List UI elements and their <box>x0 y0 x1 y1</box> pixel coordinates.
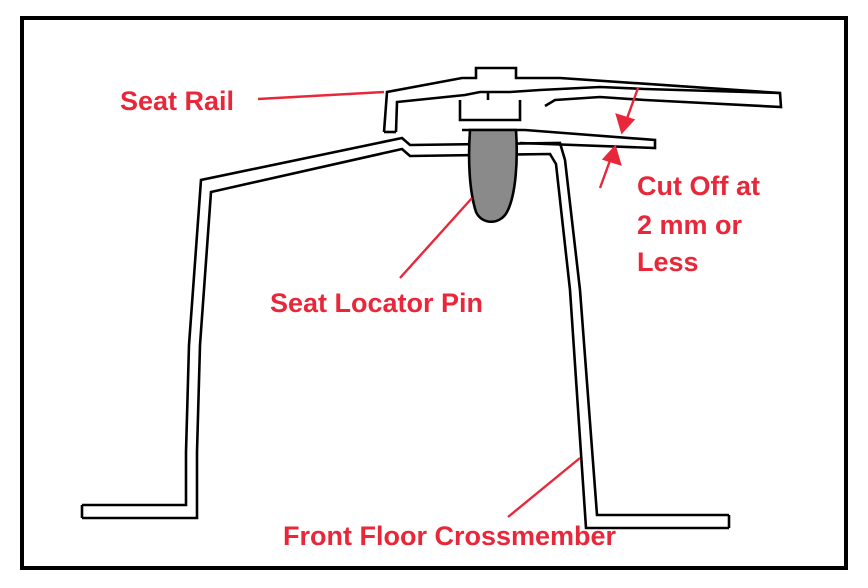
label-cut-off-line-2: 2 mm or <box>637 210 743 240</box>
front-floor-crossmember-shape <box>80 136 731 530</box>
crossmember-leader <box>507 457 581 518</box>
seat-rail-leader <box>257 90 385 101</box>
leader-lines <box>257 87 640 518</box>
label-cut-off-line-3: Less <box>637 247 699 277</box>
diagram-border <box>20 16 848 570</box>
cut-off-arrow-bottom-head <box>601 144 622 166</box>
label-cut-off-line-1: Cut Off at <box>637 171 760 201</box>
label-seat-locator-pin: Seat Locator Pin <box>270 288 483 318</box>
label-front-floor-crossmember: Front Floor Crossmember <box>283 521 617 551</box>
seat-locator-pin-leader <box>399 197 473 279</box>
seat-locator-pin-shape <box>467 128 518 224</box>
seat-rail-shape <box>382 66 783 150</box>
label-seat-rail: Seat Rail <box>120 86 234 116</box>
cut-off-arrow-top-head <box>615 113 636 135</box>
